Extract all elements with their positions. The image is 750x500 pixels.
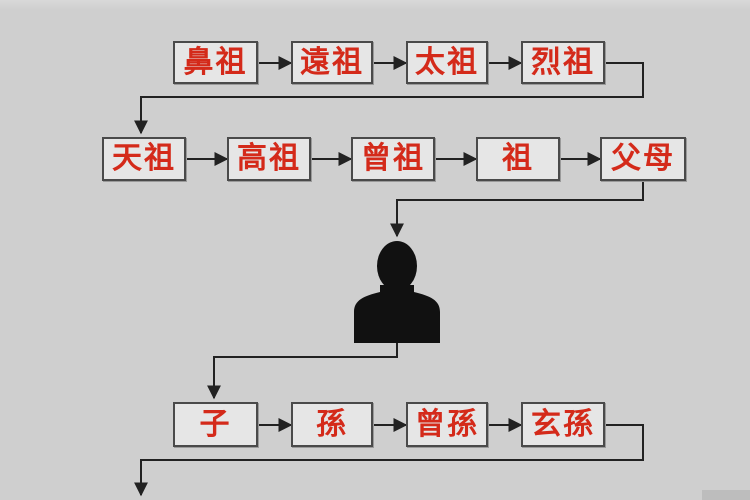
node-sun: 孫: [291, 402, 373, 447]
node-taizu: 太祖: [406, 41, 488, 84]
node-zengzu: 曾祖: [351, 137, 435, 181]
node-tianzu: 天祖: [102, 137, 186, 181]
node-fumu: 父母: [600, 137, 686, 181]
node-liezu: 烈祖: [521, 41, 605, 84]
node-zi: 子: [173, 402, 258, 447]
node-bizu: 鼻祖: [173, 41, 258, 84]
connector-r1-r2: [134, 62, 644, 135]
node-zu: 祖: [476, 137, 560, 181]
connector-r3-next: [134, 424, 644, 497]
node-zengsun: 曾孫: [406, 402, 488, 447]
person-silhouette-icon: [354, 241, 440, 343]
corner-patch: [702, 490, 750, 500]
node-gaozu: 高祖: [227, 137, 311, 181]
node-xuansun: 玄孫: [521, 402, 605, 447]
node-yuanzu: 遠祖: [291, 41, 373, 84]
connector-person-r3: [207, 342, 398, 400]
top-strip: [0, 0, 750, 10]
